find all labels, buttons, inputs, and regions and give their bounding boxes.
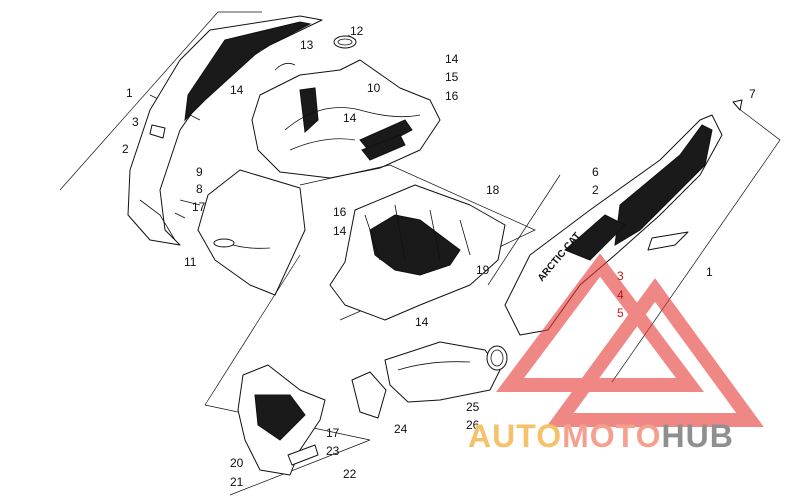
callout-25: 25 (466, 400, 480, 414)
callout-3-left: 3 (132, 115, 139, 129)
air-intake-box (299, 164, 536, 321)
callout-12: 12 (350, 24, 364, 38)
callout-14-c: 14 (343, 111, 357, 125)
callout-26: 26 (466, 418, 480, 432)
callout-18: 18 (486, 183, 500, 197)
callout-4: 4 (617, 288, 624, 302)
callout-2-right: 2 (592, 183, 599, 197)
callout-1-left: 1 (126, 86, 133, 100)
callout-11: 11 (184, 255, 197, 269)
watermark-part-moto: MOTO (562, 418, 662, 454)
upper-hood (251, 34, 441, 179)
callout-5: 5 (617, 306, 624, 320)
callout-3-right: 3 (617, 269, 624, 283)
left-side-panel (59, 11, 323, 246)
callout-13: 13 (300, 38, 314, 52)
callout-14-a: 14 (230, 83, 244, 97)
watermark-part-auto: AUTO (468, 418, 563, 454)
callout-24: 24 (394, 422, 408, 436)
callout-2-left: 2 (122, 142, 129, 156)
callout-15: 15 (445, 70, 459, 84)
callout-14-b: 14 (445, 52, 459, 66)
callout-19: 19 (476, 263, 490, 277)
callout-8: 8 (196, 182, 203, 196)
front-nose (174, 169, 306, 296)
callout-20: 20 (230, 456, 244, 470)
callout-9: 9 (196, 165, 203, 179)
lower-bumper (204, 254, 371, 496)
callout-1-right: 1 (706, 265, 713, 279)
callout-7: 7 (749, 87, 756, 101)
callout-16-b: 16 (333, 205, 347, 219)
right-side-panel: ARCTIC CAT (487, 99, 781, 383)
callout-10: 10 (367, 81, 381, 95)
callout-17-a: 17 (192, 200, 206, 214)
callout-21: 21 (230, 475, 244, 489)
watermark-part-hub: HUB (661, 418, 734, 454)
callout-14-d: 14 (333, 224, 347, 238)
callout-14-e: 14 (415, 315, 429, 329)
watermark-text: AUTOMOTOHUB (468, 418, 734, 455)
intake-duct (351, 341, 508, 419)
callout-22: 22 (343, 467, 357, 481)
callout-17-b: 17 (326, 426, 340, 440)
callout-16-a: 16 (445, 89, 459, 103)
callout-6: 6 (592, 165, 599, 179)
callout-labels: 1 1 2 2 3 3 4 5 6 7 8 9 10 11 12 13 14 1… (122, 24, 756, 489)
callout-23: 23 (326, 444, 340, 458)
watermark-logo (496, 253, 764, 427)
